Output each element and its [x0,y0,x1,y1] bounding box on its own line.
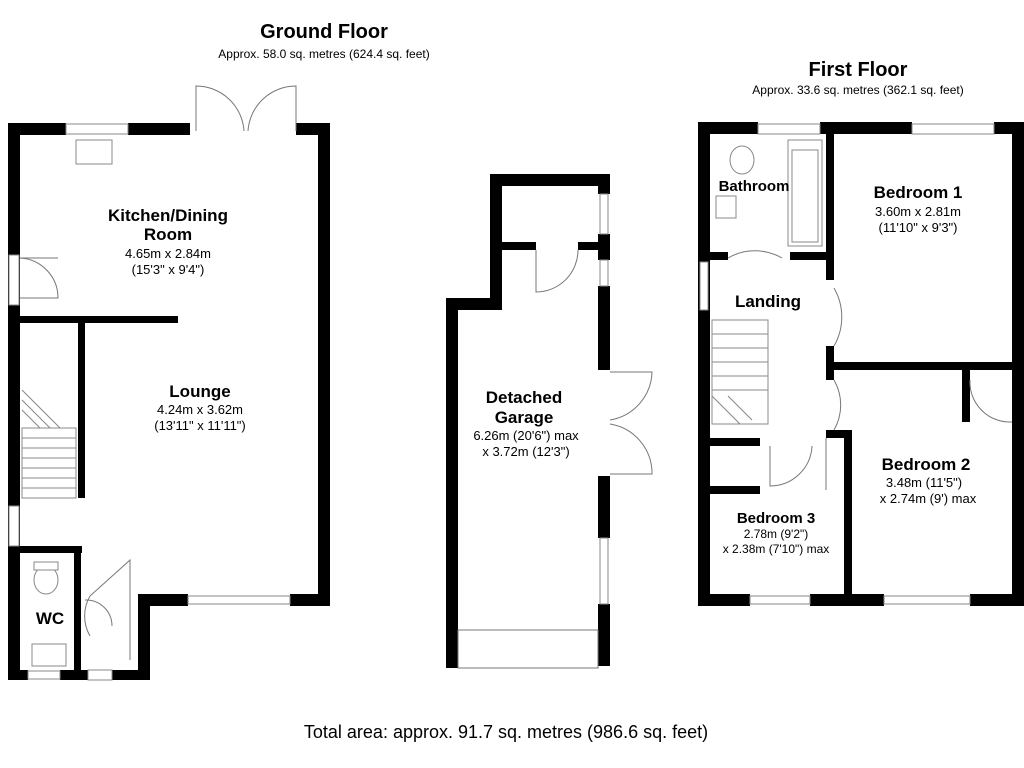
bedroom2-name: Bedroom 2 [882,455,971,474]
bedroom3-name: Bedroom 3 [737,510,815,527]
bedroom3-dim-1: 2.78m (9'2") [744,527,809,541]
bedroom2-dim-1: 3.48m (11'5") [886,475,962,490]
ground-floor-area: Approx. 58.0 sq. metres (624.4 sq. feet) [218,47,429,61]
landing-name: Landing [735,292,801,311]
first-floor-title: First Floor [809,59,908,81]
first-floor-plan [698,122,1024,606]
bedroom3-dim-2: x 2.38m (7'10") max [723,542,830,556]
bedroom1-dim-m: 3.60m x 2.81m [875,204,961,219]
garage-dim-1: 6.26m (20'6") max [473,428,579,443]
kitchen-dim-m: 4.65m x 2.84m [125,246,211,261]
lounge-name: Lounge [169,382,230,401]
bedroom1-name: Bedroom 1 [874,183,963,202]
bedroom1-dim-ft: (11'10" x 9'3") [879,220,958,235]
bedroom2-dim-2: x 2.74m (9') max [880,491,977,506]
kitchen-name-1: Kitchen/Dining [108,206,228,225]
bathroom-name: Bathroom [719,178,790,195]
garage-name-1: Detached [486,388,563,407]
lounge-dim-ft: (13'11" x 11'11") [154,418,246,433]
ground-floor-plan [8,85,330,681]
total-area: Total area: approx. 91.7 sq. metres (986… [304,722,708,742]
garage-plan [446,174,653,669]
lounge-dim-m: 4.24m x 3.62m [157,402,243,417]
ground-floor-title: Ground Floor [260,21,388,43]
wc-name: WC [36,609,64,628]
garage-name-2: Garage [495,408,554,427]
first-floor-area: Approx. 33.6 sq. metres (362.1 sq. feet) [752,83,963,97]
kitchen-dim-ft: (15'3" x 9'4") [132,262,205,277]
garage-dim-2: x 3.72m (12'3") [482,444,569,459]
kitchen-name-2: Room [144,225,192,244]
